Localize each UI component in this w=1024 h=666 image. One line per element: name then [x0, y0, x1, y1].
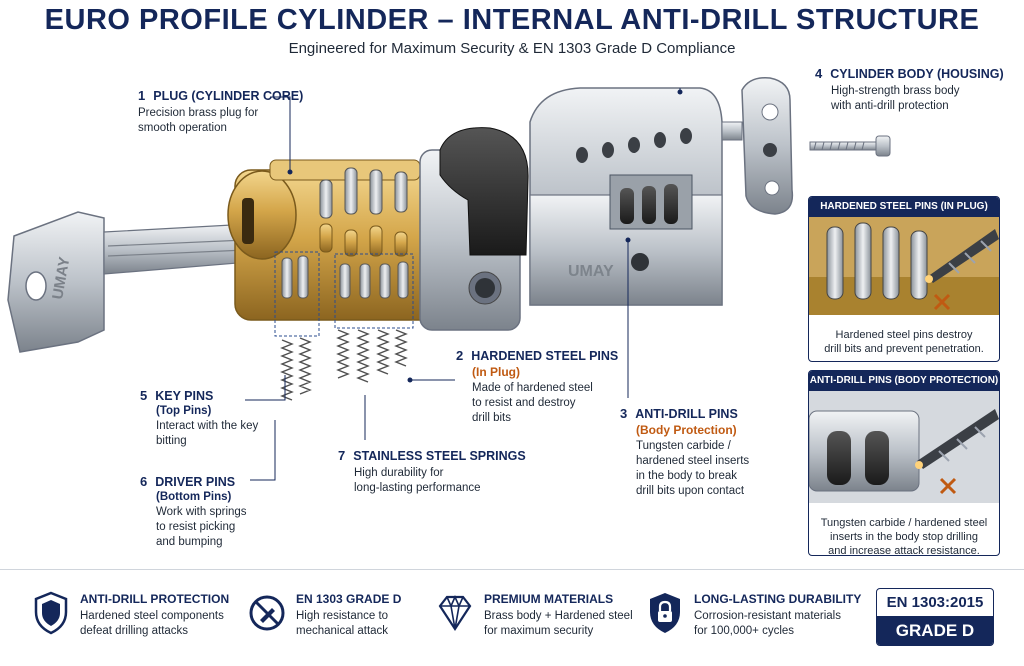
callout-subtitle: (Top Pins)	[156, 405, 212, 417]
callout-desc-line: and bumping	[156, 536, 223, 548]
cover-plate	[741, 77, 794, 215]
callout-desc-line: to resist picking	[156, 521, 236, 533]
callout-title: CYLINDER BODY (HOUSING)	[830, 67, 1004, 81]
callout-desc-line: to resist and destroy	[472, 397, 576, 409]
feature-footer: ANTI-DRILL PROTECTION Hardened steel com…	[0, 569, 1024, 666]
feature-title: PREMIUM MATERIALS	[484, 592, 614, 606]
inset-caption-line: inserts in the body stop drilling	[830, 531, 978, 543]
inset-hardened-pins: HARDENED STEEL PINS (IN PLUG) Hardened s…	[808, 196, 1000, 362]
inset-caption-line: Tungsten carbide / hardened steel	[820, 517, 988, 529]
body-brand-text: UMAY	[568, 263, 614, 280]
feature-desc-line: mechanical attack	[296, 625, 389, 637]
callout-number: 7	[338, 448, 346, 463]
feature-title: ANTI-DRILL PROTECTION	[80, 592, 230, 606]
padlock-shield-icon	[650, 593, 680, 633]
callout-key-pins: 5 KEY PINS (Top Pins) Interact with the k…	[140, 388, 258, 449]
certification-badge: EN 1303:2015 GRADE D	[876, 588, 994, 646]
cylinder-illustration: UMAY	[7, 77, 891, 481]
plug-pins	[274, 167, 414, 337]
inset-hardened-pins-illustration	[809, 217, 999, 315]
inset-anti-drill-illustration	[809, 391, 999, 503]
inset-caption-line: and increase attack resistance.	[828, 545, 980, 556]
callout-number: 2	[456, 348, 464, 363]
callout-subtitle: (Body Protection)	[636, 423, 737, 437]
inset-title: HARDENED STEEL PINS (IN PLUG)	[809, 197, 999, 217]
callout-desc-line: bitting	[156, 435, 187, 447]
callout-body: 4 CYLINDER BODY (HOUSING) High-strength b…	[815, 66, 1004, 114]
callout-desc-line: Precision brass plug for	[138, 107, 259, 119]
callout-desc-line: drill bits upon contact	[636, 485, 745, 497]
shield-icon	[34, 591, 68, 635]
callout-title: PLUG (CYLINDER CORE)	[153, 89, 304, 103]
no-drill-icon	[249, 595, 285, 631]
feature-durability: LONG-LASTING DURABILITY Corrosion-resist…	[646, 590, 861, 639]
callout-number: 1	[138, 88, 146, 103]
page-title: EURO PROFILE CYLINDER – INTERNAL ANTI-DR…	[44, 4, 980, 36]
leader-lines	[245, 88, 681, 481]
callout-plug: 1 PLUG (CYLINDER CORE) Precision brass pl…	[138, 88, 303, 136]
feature-desc-line: High resistance to	[296, 610, 389, 622]
callout-desc-line: smooth operation	[138, 122, 227, 134]
feature-desc-line: Brass body + Hardened steel	[484, 610, 633, 622]
badge-standard: EN 1303:2015	[886, 594, 984, 611]
callout-desc-line: hardened steel inserts	[636, 455, 750, 467]
callout-desc-line: with anti-drill protection	[831, 100, 949, 112]
callout-springs: 7 STAINLESS STEEL SPRINGS High durability…	[338, 448, 526, 496]
callout-subtitle: (In Plug)	[472, 365, 520, 379]
key: UMAY	[7, 211, 257, 353]
feature-materials: PREMIUM MATERIALS Brass body + Hardened …	[436, 590, 633, 639]
cam	[419, 127, 529, 331]
callout-title: DRIVER PINS	[155, 475, 236, 489]
screw	[809, 135, 891, 157]
cylinder-body: UMAY	[529, 87, 743, 306]
callout-number: 3	[620, 406, 628, 421]
feature-title: LONG-LASTING DURABILITY	[694, 592, 862, 606]
feature-anti-drill: ANTI-DRILL PROTECTION Hardened steel com…	[32, 590, 229, 639]
callout-title: ANTI-DRILL PINS	[635, 407, 738, 421]
callout-desc-line: Interact with the key	[156, 420, 259, 432]
x-mark-icon	[939, 477, 957, 495]
inset-title: ANTI-DRILL PINS (BODY PROTECTION)	[809, 371, 999, 391]
feature-desc-line: Hardened steel components	[80, 610, 224, 622]
callout-desc-line: Tungsten carbide /	[636, 440, 731, 452]
inset-anti-drill-pins: ANTI-DRILL PINS (BODY PROTECTION) Tungst…	[808, 370, 1000, 556]
inset-caption-line: drill bits and prevent penetration.	[824, 343, 984, 355]
callout-hardened-pins: 2 HARDENED STEEL PINS (In Plug) Made of h…	[456, 348, 618, 426]
callout-title: HARDENED STEEL PINS	[471, 349, 619, 363]
feature-en1303: EN 1303 GRADE D High resistance to mecha…	[248, 590, 401, 639]
badge-grade: GRADE D	[877, 616, 993, 645]
feature-title: EN 1303 GRADE D	[296, 592, 402, 606]
callout-desc-line: in the body to break	[636, 470, 738, 482]
callout-desc-line: Work with springs	[156, 506, 247, 518]
callout-anti-drill-pins: 3 ANTI-DRILL PINS (Body Protection) Tungs…	[620, 406, 749, 499]
feature-desc-line: for 100,000+ cycles	[694, 625, 795, 637]
x-mark-icon	[933, 293, 951, 311]
callout-title: KEY PINS	[155, 389, 214, 403]
callout-desc-line: High durability for	[354, 467, 444, 479]
page-subtitle: Engineered for Maximum Security & EN 130…	[288, 40, 736, 57]
feature-desc-line: for maximum security	[484, 625, 594, 637]
callout-number: 5	[140, 388, 148, 403]
diamond-icon	[438, 595, 472, 632]
callout-number: 4	[815, 66, 823, 81]
callout-desc-line: High-strength brass body	[831, 85, 960, 97]
callout-desc-line: drill bits	[472, 412, 511, 424]
callout-title: STAINLESS STEEL SPRINGS	[353, 449, 526, 463]
springs	[280, 329, 408, 401]
callout-subtitle: (Bottom Pins)	[156, 491, 232, 503]
feature-desc-line: defeat drilling attacks	[80, 625, 189, 637]
inset-caption-line: Hardened steel pins destroy	[835, 329, 973, 341]
callout-desc-line: Made of hardened steel	[472, 382, 593, 394]
callout-driver-pins: 6 DRIVER PINS (Bottom Pins) Work with spr…	[140, 474, 247, 550]
callout-number: 6	[140, 474, 148, 489]
feature-desc-line: Corrosion-resistant materials	[694, 610, 841, 622]
callout-desc-line: long-lasting performance	[354, 482, 481, 494]
